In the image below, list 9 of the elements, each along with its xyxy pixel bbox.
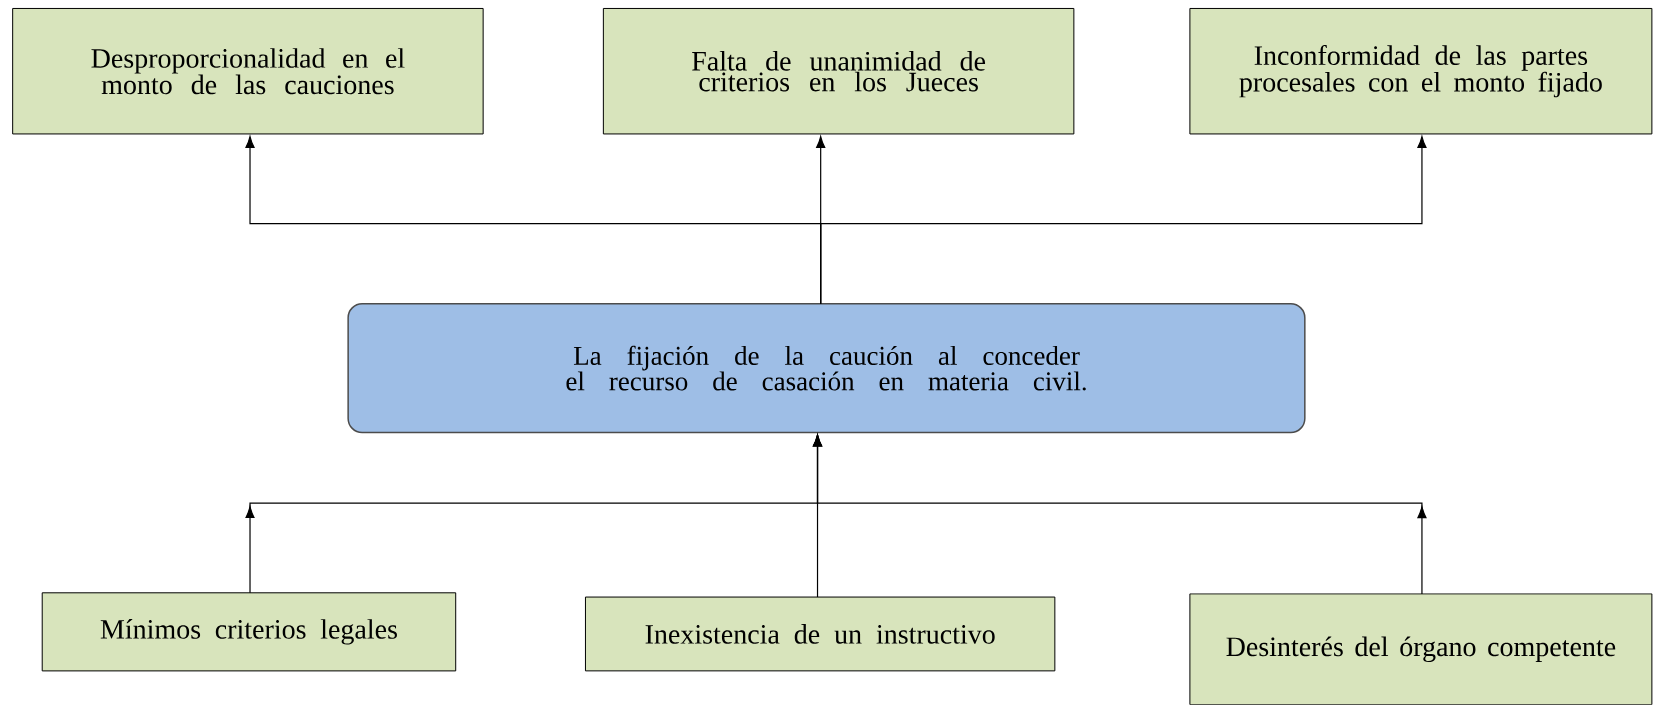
- process-box: Falta de unanimidad de criterios en los Jueces: [602, 8, 1075, 135]
- arrow: [812, 434, 1427, 595]
- process-box: Mínimos criterios legales: [41, 592, 457, 672]
- process-box: Inexistencia de un instructivo: [584, 596, 1056, 672]
- process-box: Desproporcionalidad en el monto de las cauciones: [12, 8, 484, 135]
- rounded-box: La fijación de la caución al conceder el recurso de casación en materia civil.: [347, 303, 1306, 434]
- arrow: [820, 136, 1427, 305]
- process-box: Inconformidad de las partes procesales con el monto fijado: [1189, 8, 1653, 135]
- process-box: Desinterés del órgano competente: [1189, 593, 1653, 705]
